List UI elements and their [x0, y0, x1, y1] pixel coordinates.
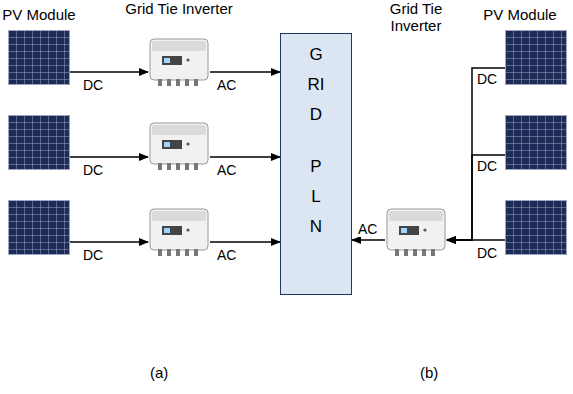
inverter-display — [399, 226, 419, 235]
edge-label: DC — [476, 159, 498, 174]
node-heading: PV Module — [0, 6, 78, 23]
inverter-connector — [395, 249, 399, 256]
inverter-screen — [164, 142, 170, 147]
inverter-illustration — [148, 122, 210, 172]
inverter-connector — [185, 163, 189, 170]
pv-panel-illustration — [8, 200, 70, 255]
node-heading: PV Module — [470, 6, 570, 23]
pv-module — [8, 115, 70, 170]
inverter: Grid Tie Inverter — [385, 208, 447, 258]
inverter-body — [150, 123, 208, 164]
inverter-connector — [185, 249, 189, 256]
inverter-top — [152, 125, 206, 135]
inverter-top — [152, 41, 206, 51]
connector-arrow — [352, 239, 385, 241]
inverter-top — [152, 211, 206, 221]
inverter-connector — [194, 79, 198, 86]
edge-label: AC — [216, 163, 237, 178]
inverter-connector — [158, 79, 162, 86]
panel-cells — [506, 201, 567, 255]
connector-arrow — [447, 239, 505, 241]
pv-panel-illustration — [505, 115, 567, 170]
pv-module — [505, 200, 567, 255]
connector-arrow — [447, 68, 505, 240]
inverter-connector — [194, 249, 198, 256]
inverter-screen — [401, 228, 407, 233]
inverter-connector — [413, 249, 417, 256]
inverter-connector — [158, 249, 162, 256]
pv-module — [505, 115, 567, 170]
inverter-screen — [164, 228, 170, 233]
inverter-connector — [422, 249, 426, 256]
inverter-connector — [194, 163, 198, 170]
inverter-led — [186, 228, 189, 231]
grid-box: GRID PLN — [280, 33, 352, 295]
edge-label: DC — [476, 246, 498, 261]
inverter-display — [162, 56, 182, 65]
edge-label: DC — [82, 163, 104, 178]
inverter-connector — [167, 163, 171, 170]
pv-panel-illustration — [505, 30, 567, 85]
connector-arrow — [210, 156, 280, 158]
inverter-body — [387, 209, 445, 250]
connector-arrow — [70, 156, 148, 158]
edge-label: AC — [216, 78, 237, 93]
inverter-connector — [167, 79, 171, 86]
inverter-connector — [185, 79, 189, 86]
node-heading: Grid Tie Inverter — [366, 0, 466, 34]
edge-label: DC — [476, 72, 498, 87]
pv-module: PV Module — [8, 30, 70, 85]
inverter-display — [162, 140, 182, 149]
pv-module: PV Module — [505, 30, 567, 85]
inverter-led — [186, 142, 189, 145]
inverter-connector — [167, 249, 171, 256]
connector-arrow — [447, 155, 505, 240]
grid-label: GRID — [308, 40, 325, 130]
panel-cells — [9, 201, 70, 255]
node-heading: Grid Tie Inverter — [124, 0, 234, 17]
inverter-connector — [431, 249, 435, 256]
figure-caption-label: (b) — [420, 364, 438, 381]
inverter-body — [150, 209, 208, 250]
panel-cells — [9, 116, 70, 170]
inverter-illustration — [148, 208, 210, 258]
inverter-body — [150, 39, 208, 80]
panel-cells — [9, 31, 70, 85]
inverter-connector — [176, 163, 180, 170]
inverter-display — [162, 226, 182, 235]
connector-arrow — [70, 241, 148, 243]
edge-label: AC — [357, 222, 378, 237]
pv-module — [8, 200, 70, 255]
inverter — [148, 122, 210, 172]
inverter — [148, 208, 210, 258]
panel-cells — [506, 31, 567, 85]
pv-panel-illustration — [8, 115, 70, 170]
pv-panel-illustration — [8, 30, 70, 85]
inverter-illustration — [385, 208, 447, 258]
edge-label: DC — [82, 78, 104, 93]
inverter-connector — [158, 163, 162, 170]
edge-label: DC — [82, 248, 104, 263]
inverter: Grid Tie Inverter — [148, 38, 210, 88]
figure-caption-label: (a) — [150, 364, 168, 381]
inverter-connector — [176, 79, 180, 86]
inverter-top — [389, 211, 443, 221]
connector-arrow — [210, 71, 280, 73]
inverter-led — [423, 228, 426, 231]
inverter-connector — [176, 249, 180, 256]
panel-cells — [506, 116, 567, 170]
inverter-screen — [164, 58, 170, 63]
inverter-led — [186, 58, 189, 61]
connector-arrow — [210, 241, 280, 243]
inverter-illustration — [148, 38, 210, 88]
edge-label: AC — [216, 248, 237, 263]
inverter-connector — [404, 249, 408, 256]
connector-arrow — [70, 71, 148, 73]
grid-label: PLN — [308, 152, 325, 242]
pv-panel-illustration — [505, 200, 567, 255]
